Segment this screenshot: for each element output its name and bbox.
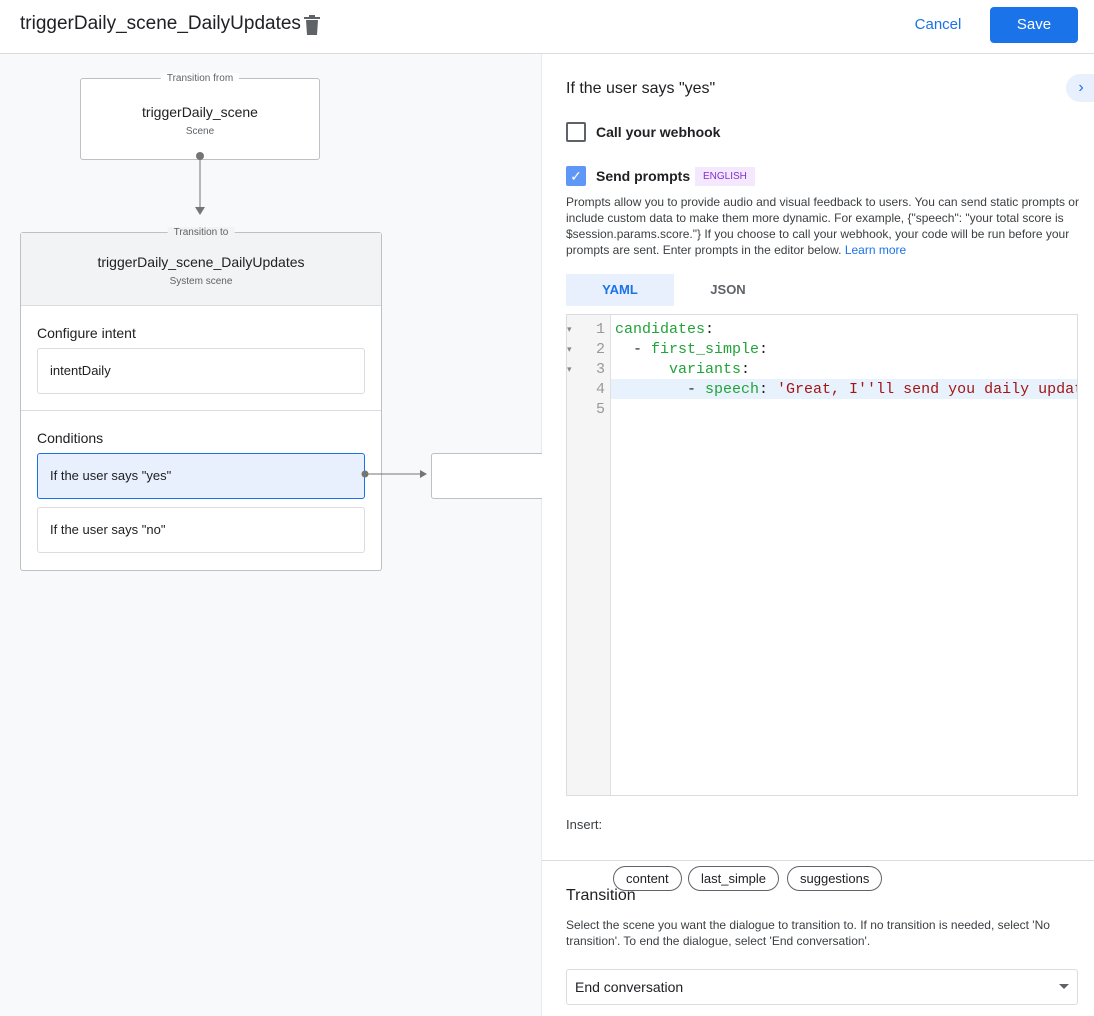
- line-number: 4: [595, 381, 605, 398]
- code-line: ▾ 3 variants:: [567, 360, 1077, 380]
- transition-selected-value: End conversation: [575, 979, 684, 995]
- cancel-button[interactable]: Cancel: [914, 16, 962, 33]
- code-sep: :: [705, 321, 715, 338]
- code-sep: :: [759, 381, 778, 398]
- line-number: 1: [595, 321, 605, 338]
- fold-icon[interactable]: ▾: [567, 365, 572, 375]
- tab-json[interactable]: JSON: [710, 282, 746, 297]
- transition-title: Transition: [566, 887, 636, 904]
- target-node[interactable]: [431, 453, 551, 499]
- code-sep: :: [741, 361, 751, 378]
- webhook-label: Call your webhook: [596, 124, 721, 140]
- code-editor[interactable]: ▾ 1 candidates: ▾ 2 - first_simple: ▾ 3 varian…: [566, 314, 1078, 796]
- line-number: 3: [595, 361, 605, 378]
- transition-to-caption: Transition to: [167, 227, 235, 238]
- prompts-label: Send prompts: [596, 168, 691, 184]
- condition-arrow: [361, 470, 427, 478]
- transition-to-node: Transition to triggerDaily_scene_DailyUp…: [20, 227, 382, 571]
- language-badge: ENGLISH: [695, 167, 755, 186]
- conditions-label: Conditions: [37, 430, 104, 446]
- code-line: ▾ 2 - first_simple:: [567, 340, 1077, 360]
- transition-description: Select the scene you want the dialogue t…: [566, 918, 1050, 948]
- fold-icon[interactable]: ▾: [567, 325, 572, 335]
- code-line: ▾ 1 candidates:: [567, 320, 1077, 340]
- chevron-right-icon[interactable]: ›: [1066, 74, 1094, 102]
- line-number: 2: [595, 341, 605, 358]
- header: triggerDaily_scene_DailyUpdates Cancel S…: [0, 0, 1094, 54]
- transition-select[interactable]: End conversation: [566, 969, 1078, 1005]
- prompts-checkbox[interactable]: ✓: [566, 166, 586, 186]
- insert-label: Insert:: [566, 817, 603, 832]
- configure-intent-label: Configure intent: [37, 325, 136, 341]
- detail-panel: › If the user says "yes" Call your webho…: [542, 54, 1094, 1016]
- from-scene-name: triggerDaily_scene: [142, 104, 258, 120]
- code-line: 5: [567, 400, 1077, 420]
- save-button[interactable]: Save: [990, 7, 1078, 43]
- learn-more-link[interactable]: Learn more: [844, 243, 907, 257]
- panel-heading: If the user says "yes": [566, 80, 716, 97]
- code-key: candidates: [615, 321, 706, 338]
- page-title: triggerDaily_scene_DailyUpdates: [20, 13, 301, 34]
- tab-yaml[interactable]: YAML: [566, 274, 674, 306]
- condition-no[interactable]: If the user says "no": [37, 507, 365, 553]
- fold-icon[interactable]: ▾: [567, 345, 572, 355]
- insert-chip-suggestions[interactable]: suggestions: [787, 866, 883, 891]
- dropdown-arrow-icon: [1059, 984, 1069, 989]
- connector-arrow: [195, 152, 205, 215]
- intent-item[interactable]: intentDaily: [37, 348, 365, 394]
- from-scene-type: Scene: [185, 126, 215, 137]
- to-scene-type: System scene: [169, 276, 233, 287]
- code-indent: [615, 361, 669, 378]
- transition-from-caption: Transition from: [160, 73, 240, 84]
- prompts-description: Prompts allow you to provide audio and v…: [566, 195, 1079, 257]
- code-line: 4 - speech: 'Great, I''ll send you daily…: [567, 380, 1077, 400]
- code-sep: :: [759, 341, 769, 358]
- webhook-checkbox[interactable]: [566, 122, 586, 142]
- code-key: first_simple: [651, 341, 760, 358]
- line-number: 5: [595, 401, 605, 418]
- flow-canvas: Transition from triggerDaily_scene Scene…: [0, 54, 551, 1016]
- code-key: variants: [669, 361, 742, 378]
- to-scene-name: triggerDaily_scene_DailyUpdates: [97, 254, 305, 270]
- insert-chip-last-simple[interactable]: last_simple: [688, 866, 780, 891]
- condition-yes[interactable]: If the user says "yes": [37, 453, 365, 499]
- code-indent: -: [615, 341, 652, 358]
- code-value: 'Great, I''ll send you daily updates.: [777, 381, 1078, 398]
- code-indent: -: [615, 381, 706, 398]
- code-key: speech: [705, 381, 760, 398]
- trash-icon[interactable]: [304, 15, 320, 35]
- transition-from-node[interactable]: Transition from triggerDaily_scene Scene: [80, 73, 320, 160]
- insert-chip-content[interactable]: content: [613, 866, 682, 891]
